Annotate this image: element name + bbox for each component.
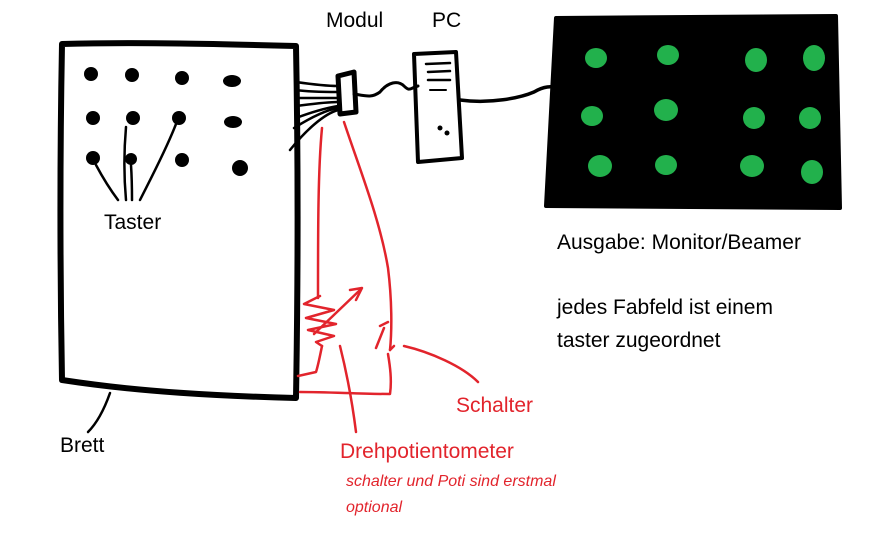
potentiometer-arrow	[312, 288, 362, 336]
optional-wiring	[296, 120, 480, 434]
modul-label: Modul	[326, 9, 384, 32]
button	[125, 68, 139, 82]
taster-label: Taster	[104, 211, 162, 234]
color-field	[799, 107, 821, 129]
brett-pointer	[86, 391, 112, 434]
pc-monitor-cable	[458, 85, 558, 104]
color-field	[588, 155, 612, 177]
color-field	[801, 160, 823, 184]
module-pc-cable	[352, 81, 420, 98]
board-cable-bundle	[288, 80, 340, 152]
switch-symbol	[374, 326, 386, 350]
field-note-line1: jedes Fabfeld ist einem	[557, 296, 773, 319]
drehpoti-label: Drehpotientometer	[340, 440, 514, 463]
taster-pointers	[94, 122, 178, 202]
board-outline	[57, 40, 301, 401]
button-grid	[84, 67, 248, 176]
optional-note-line1: schalter und Poti sind erstmal	[346, 473, 556, 490]
optional-note-line2: optional	[346, 499, 403, 516]
button	[223, 75, 241, 87]
color-field	[803, 45, 825, 71]
color-field	[581, 106, 603, 126]
color-field	[740, 155, 764, 177]
module-box	[335, 69, 359, 117]
output-label: Ausgabe: Monitor/Beamer	[557, 231, 801, 254]
color-field	[657, 45, 679, 65]
schalter-label: Schalter	[456, 394, 534, 417]
button	[86, 151, 100, 165]
button	[172, 111, 186, 125]
field-note-line2: taster zugeordnet	[557, 329, 721, 352]
button	[126, 111, 140, 125]
button	[232, 160, 248, 176]
pc-tower	[412, 50, 464, 164]
button	[84, 67, 98, 81]
button	[86, 111, 100, 125]
button	[125, 153, 137, 165]
color-field-grid	[581, 45, 825, 184]
color-field	[745, 48, 767, 72]
color-field	[654, 99, 678, 121]
button	[175, 153, 189, 167]
drehpoti-pointer	[338, 344, 358, 434]
pc-label: PC	[432, 9, 462, 32]
button	[175, 71, 189, 85]
color-field	[655, 155, 677, 175]
monitor-screen	[544, 14, 842, 210]
potentiometer-symbol	[302, 294, 338, 348]
button	[224, 116, 242, 128]
brett-label: Brett	[60, 434, 105, 457]
schalter-pointer	[402, 344, 480, 384]
color-field	[585, 48, 607, 68]
color-field	[743, 107, 765, 129]
